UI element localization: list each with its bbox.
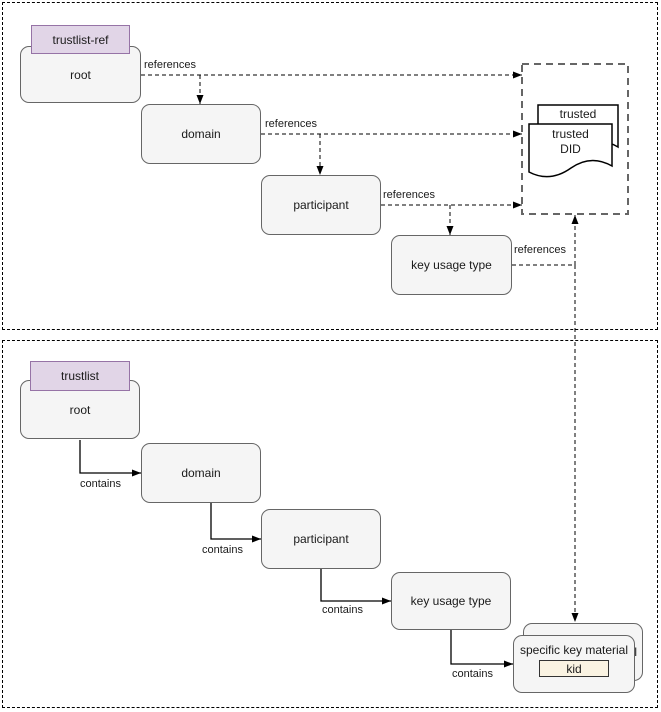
node-key-usage-type-top: key usage type <box>391 235 512 295</box>
trusted-did-document-label: trusted DID <box>552 127 589 156</box>
node-label: specific key material <box>519 643 629 657</box>
contains-edge-domain-participant <box>210 503 261 543</box>
contains-edge-keyusage-keymaterial <box>450 630 513 668</box>
tag-label: trustlist <box>60 369 99 383</box>
contains-label: contains <box>322 604 363 616</box>
references-label: references <box>514 244 566 256</box>
kid-badge: kid <box>539 660 609 677</box>
references-label: references <box>383 189 435 201</box>
contains-edge-root-domain <box>79 440 141 477</box>
node-key-usage-type-bottom: key usage type <box>391 572 511 630</box>
node-label: participant <box>293 532 349 546</box>
node-label: key usage type <box>410 594 492 608</box>
section-tag-trustlist-ref: trustlist-ref <box>31 25 130 54</box>
node-label: root <box>69 402 91 417</box>
node-label: domain <box>181 127 221 141</box>
tag-label: trustlist-ref <box>52 32 109 47</box>
node-participant-bottom: participant <box>261 509 381 569</box>
references-label: references <box>265 118 317 130</box>
node-label: key usage type <box>411 258 492 272</box>
section-tag-trustlist: trustlist <box>30 361 130 391</box>
node-root-top: root <box>20 46 141 103</box>
trustlist-ref-section <box>2 2 658 330</box>
trusted-document-back-label: trusted <box>559 107 597 121</box>
key-material-card-front: specific key material kid <box>513 635 635 693</box>
contains-label: contains <box>202 544 243 556</box>
trustlist-section <box>2 340 658 708</box>
contains-edge-participant-keyusage <box>320 569 391 605</box>
contains-label: contains <box>80 478 121 490</box>
node-participant-top: participant <box>261 175 381 235</box>
contains-label: contains <box>452 668 493 680</box>
node-label: domain <box>181 466 221 480</box>
references-label: references <box>144 59 196 71</box>
node-label: participant <box>293 198 349 212</box>
trusted-did-container <box>521 63 629 215</box>
trusted-did-document <box>528 123 613 178</box>
node-domain-top: domain <box>141 104 261 164</box>
node-label: root <box>70 67 91 82</box>
node-domain-bottom: domain <box>141 443 261 503</box>
